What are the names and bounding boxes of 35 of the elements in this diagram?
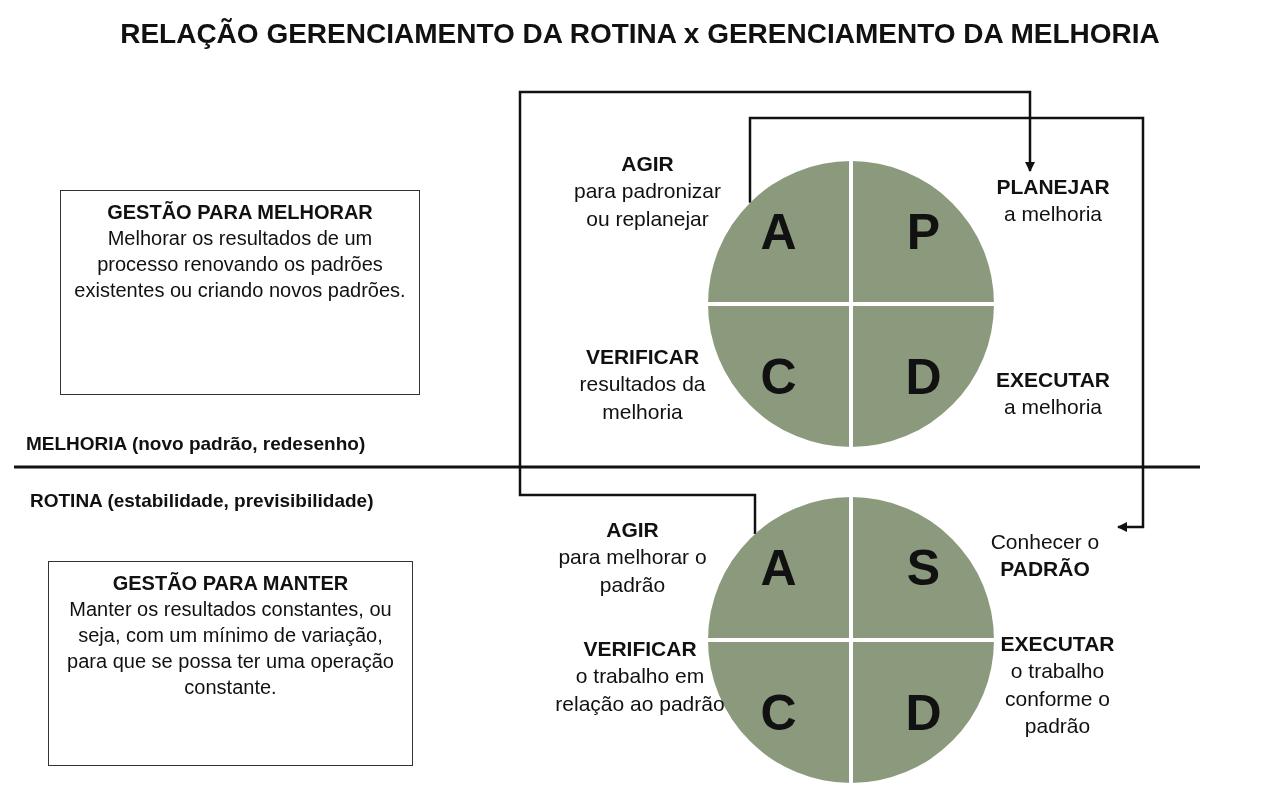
box-body: Melhorar os resultados de um processo renovando os padrões existentes ou criando novos padrões.	[73, 226, 407, 303]
section-label: ROTINA (estabilidade, previsibilidade)	[30, 490, 374, 512]
diagram-title: RELAÇÃO GERENCIAMENTO DA ROTINA x GERENCIAMENTO DA MELHORIA	[119, 18, 1161, 50]
connector-arrow	[748, 116, 1145, 532]
quadrant-letter: C	[760, 347, 797, 406]
box-heading: GESTÃO PARA MANTER	[111, 571, 350, 596]
quadrant-letter: D	[905, 683, 942, 742]
quadrant-letter: A	[760, 538, 797, 597]
step-heading: AGIR	[605, 517, 660, 543]
step-heading: VERIFICAR	[584, 344, 701, 370]
step-text: o trabalho em relação ao padrão	[554, 663, 726, 717]
quadrant-letter: A	[760, 202, 797, 261]
quadrant-letter: C	[760, 683, 797, 742]
quadrant-letter: D	[905, 347, 942, 406]
box-body: Manter os resultados constantes, ou seja, com um mínimo de variação, para que se possa ter uma operação constante.	[66, 597, 395, 700]
text-box	[60, 190, 420, 395]
step-text: a melhoria	[1002, 394, 1104, 421]
box-heading: GESTÃO PARA MELHORAR	[106, 200, 374, 225]
step-text: para melhorar o padrão	[557, 544, 708, 598]
step-text: Conhecer o PADRÃO	[989, 529, 1101, 583]
step-text: a melhoria	[1002, 201, 1104, 228]
step-text: o trabalho conforme o padrão	[1003, 658, 1112, 739]
step-heading: EXECUTAR	[999, 631, 1116, 657]
step-heading: PLANEJAR	[995, 174, 1111, 200]
text-box	[48, 561, 413, 766]
connector-arrow	[518, 90, 1035, 534]
step-text: resultados da melhoria	[578, 371, 707, 425]
step-heading: AGIR	[620, 151, 675, 177]
section-label: MELHORIA (novo padrão, redesenho)	[26, 433, 366, 455]
step-heading: EXECUTAR	[995, 367, 1111, 393]
quadrant-letter: S	[906, 538, 941, 597]
step-heading: VERIFICAR	[582, 636, 698, 662]
step-text: para padronizar ou replanejar	[572, 178, 723, 232]
quadrant-letter: P	[906, 202, 941, 261]
circle-quadrant	[708, 497, 849, 638]
